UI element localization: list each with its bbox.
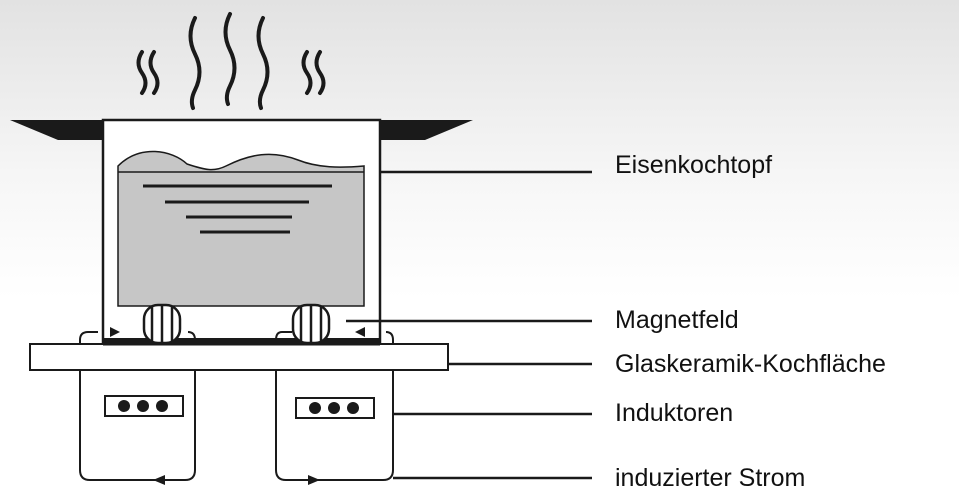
arrowhead-icon bbox=[308, 475, 320, 485]
pot-handle-left bbox=[10, 120, 104, 140]
liquid-lines bbox=[143, 184, 332, 234]
label-cooktop: Glaskeramik-Kochfläche bbox=[615, 350, 886, 378]
cooktop-surface bbox=[29, 343, 449, 371]
label-inductors: Induktoren bbox=[615, 399, 734, 427]
label-magnetic-field: Magnetfeld bbox=[615, 306, 739, 334]
coil-icon bbox=[142, 303, 182, 345]
label-pot: Eisenkochtopf bbox=[615, 151, 773, 179]
steam-wave-icon bbox=[256, 16, 270, 110]
steam-wave-icon bbox=[136, 50, 148, 95]
steam-wave-icon bbox=[188, 16, 202, 110]
coils bbox=[142, 303, 331, 345]
steam-wave-icon bbox=[301, 50, 313, 95]
leader-lines bbox=[346, 170, 592, 480]
inductor-box-left bbox=[79, 331, 196, 481]
pot-handles bbox=[10, 120, 473, 140]
steam-wave-icon bbox=[314, 50, 326, 95]
steam-group bbox=[136, 12, 326, 110]
arrowhead-icon bbox=[110, 327, 120, 337]
label-induced-current: induzierter Strom bbox=[615, 464, 806, 492]
inductor-boxes bbox=[79, 331, 394, 481]
pot-handle-right bbox=[380, 120, 473, 140]
arrowhead-icon bbox=[153, 475, 165, 485]
steam-wave-icon bbox=[148, 50, 160, 95]
inductor-windows bbox=[104, 395, 375, 419]
steam-wave-icon bbox=[223, 12, 237, 106]
inductor-box-right bbox=[275, 331, 394, 481]
arrowhead-icon bbox=[355, 327, 365, 337]
arrows bbox=[110, 327, 365, 485]
coil-icon bbox=[291, 303, 331, 345]
liquid bbox=[117, 150, 365, 307]
